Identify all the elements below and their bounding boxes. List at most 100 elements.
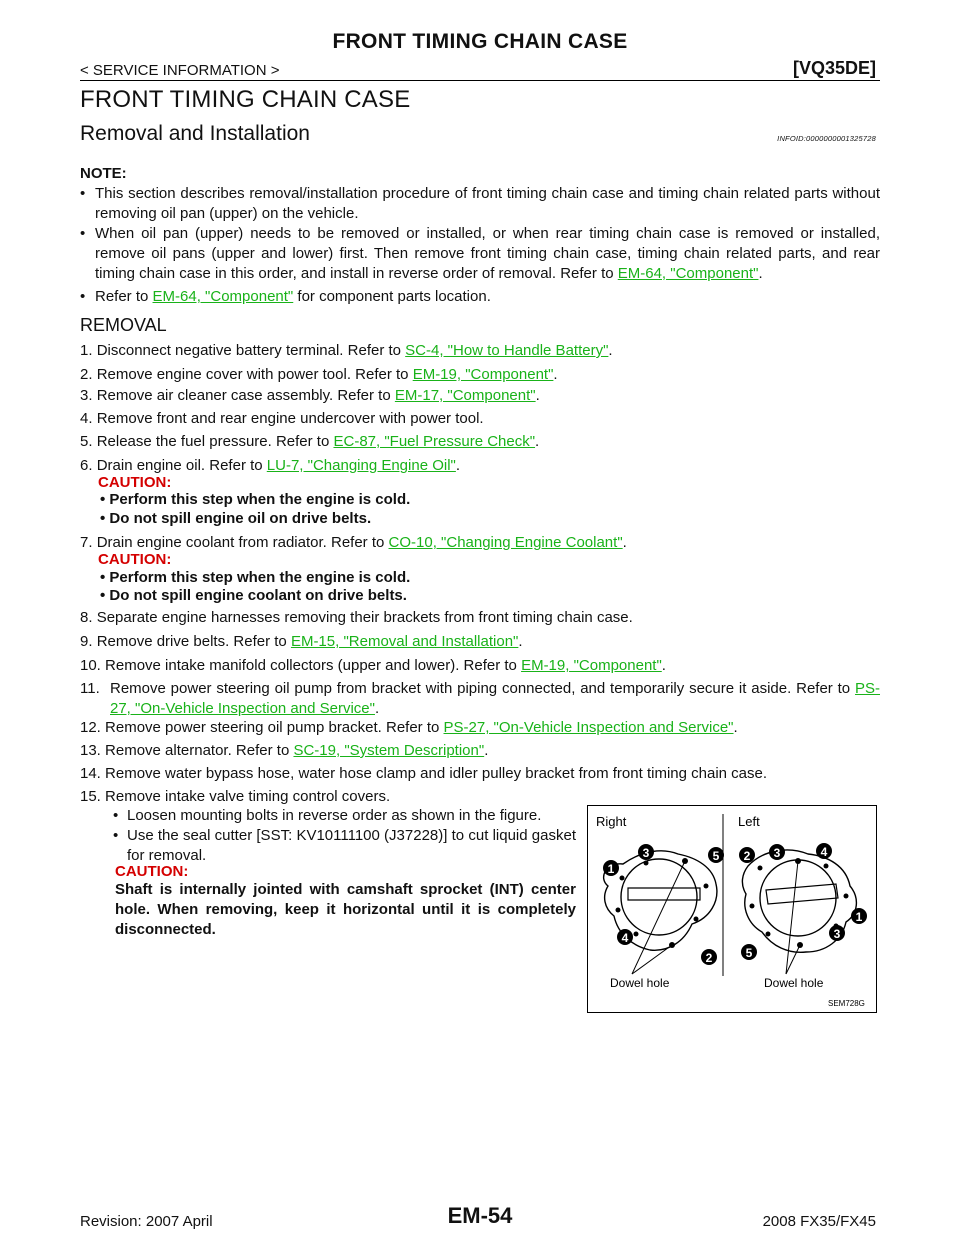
step-6-caution: CAUTION: [98, 474, 172, 491]
step-15-bullet-1-text: Loosen mounting bolts in reverse order a… [127, 807, 542, 824]
step-9: 9. Remove drive belts. Refer to EM-15, "… [80, 633, 523, 650]
callout-l3b: 3 [834, 927, 841, 941]
step-6-caution-2: • Do not spill engine oil on drive belts… [100, 510, 372, 527]
step-15: 15. Remove intake valve timing control c… [80, 788, 391, 805]
link-ps27[interactable]: PS-27, "On-Vehicle Inspection and Servic… [110, 680, 880, 717]
step-14: 14. Remove water bypass hose, water hose… [80, 765, 768, 782]
timing-cover-figure: Right Left 1 3 5 4 2 [587, 805, 877, 1013]
step-2: 2. Remove engine cover with power tool. … [80, 366, 558, 383]
step-3: 3. Remove air cleaner case assembly. Ref… [80, 387, 540, 404]
note-bullet-3-pre: Refer to [95, 288, 153, 305]
callout-r3: 3 [643, 846, 650, 860]
step-6-text: Drain engine oil. Refer to [96, 457, 267, 474]
page-title: FRONT TIMING CHAIN CASE [80, 86, 411, 113]
note-bullet-1: •This section describes removal/installa… [80, 185, 880, 222]
left-cover-outline [741, 849, 857, 953]
step-1-text: Disconnect negative battery terminal. Re… [96, 342, 406, 359]
step-15-bullet-1: •Loosen mounting bolts in reverse order … [113, 807, 542, 824]
callout-r4: 4 [622, 931, 629, 945]
step-7-caution-1-text: Perform this step when the engine is col… [109, 569, 411, 586]
link-ec87[interactable]: EC-87, "Fuel Pressure Check" [333, 433, 536, 450]
step-7-caution: CAUTION: [98, 551, 172, 568]
step-3-text: Remove air cleaner case assembly. Refer … [96, 387, 395, 404]
note-bullet-2-text: When oil pan (upper) needs to be removed… [95, 225, 880, 282]
step-5-text: Release the fuel pressure. Refer to [96, 433, 334, 450]
link-em19[interactable]: EM-19, "Component" [412, 366, 554, 383]
left-bolt [765, 931, 771, 937]
left-cover-slot [765, 883, 839, 905]
left-callouts: 2 3 4 1 3 5 [739, 843, 867, 960]
right-bolt [693, 916, 699, 922]
link-em64-component[interactable]: EM-64, "Component" [617, 265, 759, 282]
callout-r5: 5 [713, 849, 720, 863]
step-1: 1. Disconnect negative battery terminal.… [80, 342, 613, 359]
link-sc4[interactable]: SC-4, "How to Handle Battery" [405, 342, 609, 359]
right-cover-outline [603, 850, 718, 951]
link-ps27-2[interactable]: PS-27, "On-Vehicle Inspection and Servic… [443, 719, 734, 736]
callout-l4: 4 [821, 845, 828, 859]
right-callouts: 1 3 5 4 2 [603, 844, 724, 965]
step-4: 4. Remove front and rear engine undercov… [80, 410, 484, 427]
label-right: Right [596, 814, 627, 829]
step-6-caution-1: • Perform this step when the engine is c… [100, 491, 411, 508]
step-4-text: Remove front and rear engine undercover … [96, 410, 484, 427]
step-6: 6. Drain engine oil. Refer to LU-7, "Cha… [80, 457, 461, 474]
section-info-id: INFOID:0000000001325728 [777, 134, 876, 143]
left-bolt [843, 893, 849, 899]
link-co10[interactable]: CO-10, "Changing Engine Coolant" [388, 534, 623, 551]
step-15-text: Remove intake valve timing control cover… [105, 788, 391, 805]
note-bullet-3: •Refer to EM-64, "Component" for compone… [80, 288, 491, 305]
link-sc19[interactable]: SC-19, "System Description" [293, 742, 485, 759]
dowel-label-left: Dowel hole [764, 976, 824, 990]
label-left: Left [738, 814, 760, 829]
footer-revision: Revision: 2007 April [80, 1213, 213, 1230]
step-7-text: Drain engine coolant from radiator. Refe… [96, 534, 389, 551]
left-cover-ring [759, 859, 837, 937]
footer-page-number: EM-54 [447, 1203, 513, 1228]
link-em19-2[interactable]: EM-19, "Component" [521, 657, 662, 674]
step-6-caution-1-text: Perform this step when the engine is col… [109, 491, 411, 508]
callout-l2: 2 [744, 849, 751, 863]
header-title: FRONT TIMING CHAIN CASE [332, 30, 628, 53]
step-6-caution-2-text: Do not spill engine oil on drive belts. [109, 510, 372, 527]
step-7-caution-2-text: Do not spill engine coolant on drive bel… [109, 587, 407, 604]
step-10-text: Remove intake manifold collectors (upper… [105, 657, 522, 674]
step-15-bullet-2: •Use the seal cutter [SST: KV10111100 (J… [113, 827, 576, 864]
right-bolt [633, 931, 639, 937]
removal-heading: REMOVAL [80, 315, 167, 335]
step-14-text: Remove water bypass hose, water hose cla… [105, 765, 768, 782]
callout-r1: 1 [608, 862, 615, 876]
step-10: 10. Remove intake manifold collectors (u… [80, 657, 666, 674]
step-11-text: Remove power steering oil pump from brac… [110, 680, 855, 697]
note-bullet-2: •When oil pan (upper) needs to be remove… [80, 225, 880, 282]
note-bullet-3-post: for component parts location. [293, 288, 491, 305]
step-5: 5. Release the fuel pressure. Refer to E… [80, 433, 540, 450]
right-dowel-leaders [631, 860, 686, 975]
link-em15[interactable]: EM-15, "Removal and Installation" [290, 633, 519, 650]
link-em64-component-2[interactable]: EM-64, "Component" [152, 288, 294, 305]
link-em17[interactable]: EM-17, "Component" [394, 387, 536, 404]
right-bolt [619, 875, 625, 881]
figure-code: SEM728G [828, 999, 865, 1008]
right-cover-slot [627, 887, 701, 901]
step-12-text: Remove power steering oil pump bracket. … [105, 719, 444, 736]
dowel-label-right: Dowel hole [610, 976, 670, 990]
left-bolt [757, 865, 763, 871]
note-bullet-1-text: This section describes removal/installat… [95, 185, 880, 222]
note-heading: NOTE: [80, 165, 127, 182]
step-7-caution-2: • Do not spill engine coolant on drive b… [100, 587, 407, 604]
link-lu7[interactable]: LU-7, "Changing Engine Oil" [266, 457, 456, 474]
step-7-caution-1: • Perform this step when the engine is c… [100, 569, 411, 586]
right-cover [603, 850, 718, 951]
left-bolt [749, 903, 755, 909]
engine-code: [VQ35DE] [792, 58, 876, 78]
step-8-text: Separate engine harnesses removing their… [96, 609, 633, 626]
step-15-caution-text: Shaft is internally jointed with camshaf… [115, 881, 576, 938]
right-cover-ring [620, 858, 698, 936]
step-9-text: Remove drive belts. Refer to [96, 633, 291, 650]
timing-cover-diagram: Right Left 1 3 5 4 2 [596, 814, 867, 1008]
step-12: 12. Remove power steering oil pump brack… [80, 719, 738, 736]
right-bolt [615, 907, 621, 913]
section-title: Removal and Installation [80, 122, 310, 145]
left-bolt [823, 863, 829, 869]
